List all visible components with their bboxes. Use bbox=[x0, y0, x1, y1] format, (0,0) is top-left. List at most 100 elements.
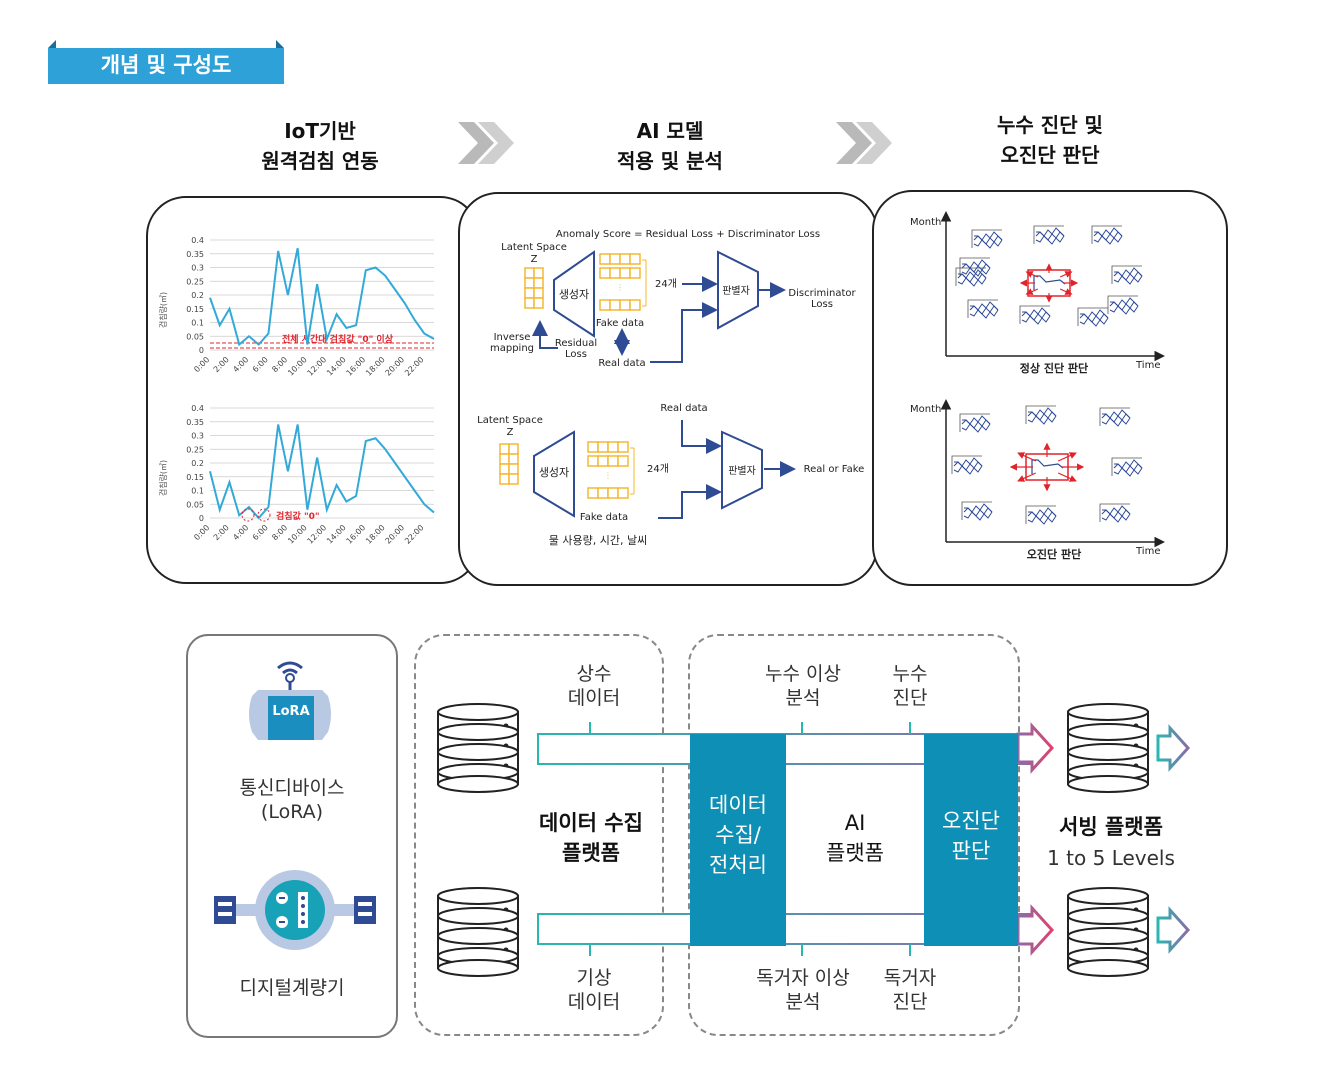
diagnosis-diagram: Month Time 정상 진단 판단 Month Time 오진단 판단 bbox=[910, 211, 1165, 561]
svg-text:mapping: mapping bbox=[490, 343, 534, 354]
series-line bbox=[209, 248, 435, 347]
count-label: 24개 bbox=[655, 278, 677, 290]
svg-text:⋮: ⋮ bbox=[604, 471, 612, 480]
x-tick-label: 4:00 bbox=[231, 523, 250, 542]
x-tick-label: 22:00 bbox=[403, 523, 426, 546]
sparkline-group bbox=[959, 413, 991, 433]
sparkline-group bbox=[1091, 225, 1123, 245]
generator-shape bbox=[553, 250, 595, 338]
x-tick-label: 2:00 bbox=[212, 523, 231, 542]
red-arrow bbox=[1025, 288, 1039, 295]
gan-diagram: Anomaly Score = Residual Loss + Discrimi… bbox=[477, 229, 865, 547]
y-tick-label: 0.25 bbox=[186, 445, 204, 454]
y-axis-label: 검침량(㎥) bbox=[158, 460, 168, 496]
x-tick-label: 12:00 bbox=[306, 355, 329, 378]
device-panel bbox=[186, 634, 398, 1038]
sparkline-group bbox=[959, 257, 991, 277]
red-arrow bbox=[1025, 271, 1039, 278]
real-data-label: Real data bbox=[598, 358, 645, 369]
database-icon bbox=[437, 703, 519, 793]
generator-label: 생성자 bbox=[539, 466, 569, 479]
discriminator-shape bbox=[721, 430, 763, 510]
sparkline-group bbox=[1077, 307, 1109, 327]
discriminator-label: 판별자 bbox=[728, 465, 756, 477]
x-tick-label: 16:00 bbox=[345, 523, 368, 546]
inputs-label: 물 사용량, 시간, 날씨 bbox=[549, 534, 647, 547]
red-arrow bbox=[1057, 472, 1077, 482]
database-icon bbox=[1067, 887, 1149, 977]
y-tick-label: 0.35 bbox=[186, 418, 204, 427]
x-tick-label: 14:00 bbox=[325, 355, 348, 378]
iot-chart-2: 0.40.350.30.250.20.150.10.050 검침량(㎥) 검침값… bbox=[158, 404, 435, 546]
y-tick-label: 0 bbox=[199, 346, 204, 355]
x-tick-label: 4:00 bbox=[231, 355, 250, 374]
x-tick-label: 6:00 bbox=[251, 355, 270, 374]
x-tick-label: 22:00 bbox=[403, 355, 426, 378]
sparkline-group bbox=[951, 455, 983, 475]
meter-label: 디지털계량기 bbox=[239, 977, 345, 999]
database-icon bbox=[1067, 703, 1149, 793]
svg-text:⋮: ⋮ bbox=[616, 283, 624, 292]
red-arrow bbox=[1059, 271, 1073, 278]
output-label: Real or Fake bbox=[804, 464, 865, 475]
y-tick-label: 0.3 bbox=[191, 264, 204, 273]
database-icon bbox=[437, 887, 519, 977]
y-tick-label: 0 bbox=[199, 514, 204, 523]
latent-label: Latent Space bbox=[501, 242, 567, 253]
x-tick-label: 12:00 bbox=[306, 523, 329, 546]
y-tick-label: 0.15 bbox=[186, 473, 204, 482]
x-tick-label: 18:00 bbox=[364, 355, 387, 378]
series-line bbox=[209, 424, 435, 520]
generator-shape bbox=[533, 430, 575, 518]
section-tag-label: 개념 및 구성도 bbox=[100, 53, 232, 77]
collect-panel bbox=[414, 634, 664, 1036]
x-tick-label: 6:00 bbox=[251, 523, 270, 542]
chart-note: 검침값 "0" bbox=[276, 510, 320, 522]
latent-vector bbox=[499, 443, 519, 485]
red-arrow bbox=[1059, 288, 1073, 295]
sparkline-group bbox=[1019, 305, 1051, 325]
svg-text:Loss: Loss bbox=[811, 299, 833, 310]
grid bbox=[210, 239, 434, 351]
fake-data-grid bbox=[587, 441, 629, 499]
iot-panel bbox=[146, 196, 480, 584]
y-tick-label: 0.1 bbox=[191, 319, 204, 328]
svg-text:Discriminator: Discriminator bbox=[788, 288, 856, 299]
axis-time: Time bbox=[1135, 546, 1160, 557]
count-label: 24개 bbox=[647, 463, 669, 475]
iot-chart-1: 0.40.350.30.250.20.150.10.050 검침량(㎥) 전체 … bbox=[158, 236, 435, 378]
tag-shape bbox=[48, 40, 284, 84]
sparkline-group bbox=[1111, 457, 1143, 477]
y-tick-label: 0.4 bbox=[191, 404, 204, 413]
x-tick-label: 0:00 bbox=[192, 523, 211, 542]
x-tick-label: 0:00 bbox=[192, 355, 211, 374]
x-tick-label: 16:00 bbox=[345, 355, 368, 378]
fake-data-label: Fake data bbox=[580, 512, 628, 523]
red-arrow bbox=[1017, 452, 1037, 462]
x-tick-label: 14:00 bbox=[325, 523, 348, 546]
sparkline-group bbox=[1025, 505, 1057, 525]
y-tick-label: 0.15 bbox=[186, 305, 204, 314]
x-tick-label: 10:00 bbox=[286, 523, 309, 546]
x-tick-label: 20:00 bbox=[384, 355, 407, 378]
sparkline-group bbox=[961, 501, 993, 521]
generator-label: 생성자 bbox=[559, 288, 589, 301]
sparkline-group bbox=[1099, 503, 1131, 523]
chart-note: 전체 시간대 검침값 "0" 이상 bbox=[282, 333, 394, 345]
chevron-icon bbox=[836, 122, 892, 164]
discriminator-label: 판별자 bbox=[722, 285, 750, 297]
sparkline-group bbox=[971, 229, 1003, 249]
latent-label: Latent Space bbox=[477, 415, 543, 426]
serving-title: 서빙 플랫폼 bbox=[1059, 815, 1163, 839]
sparkline-group bbox=[1033, 225, 1065, 245]
lora-device-icon bbox=[249, 661, 331, 740]
